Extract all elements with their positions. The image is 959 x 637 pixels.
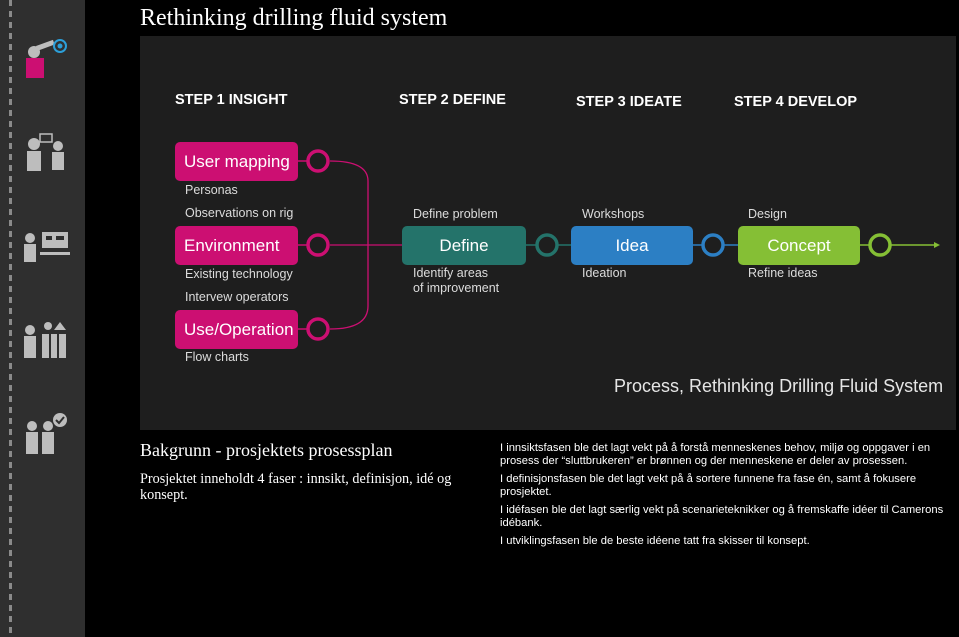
existing-technology-label: Existing technology xyxy=(185,267,293,281)
telescope-person-icon[interactable] xyxy=(20,36,72,84)
workshops-label: Workshops xyxy=(582,207,645,221)
user-mapping-box: User mapping xyxy=(175,142,298,181)
identify-areas-label: Identify areas xyxy=(413,266,489,280)
user-shapes-icon[interactable] xyxy=(20,318,72,366)
phase-description: I innsiktsfasen ble det lagt vekt på å f… xyxy=(500,442,958,553)
people-discussion-icon[interactable] xyxy=(20,130,72,178)
step-4-heading: STEP 4 DEVELOP xyxy=(734,94,858,110)
idea-box: Idea xyxy=(571,226,693,265)
step-2-heading: STEP 2 DEFINE xyxy=(399,92,506,108)
approved-people-icon[interactable] xyxy=(20,410,72,458)
define-box: Define xyxy=(402,226,526,265)
presentation-icon[interactable] xyxy=(20,222,72,270)
background-heading: Bakgrunn - prosjektets prosessplan xyxy=(140,440,393,460)
page-title: Rethinking drilling fluid system xyxy=(140,5,448,31)
refine-ideas-label: Refine ideas xyxy=(748,266,818,280)
step-1-heading: STEP 1 INSIGHT xyxy=(175,92,288,108)
insight-paragraph: I innsiktsfasen ble det lagt vekt på å f… xyxy=(500,442,931,467)
use-operation-box: Use/Operation xyxy=(175,310,298,349)
define-paragraph: I definisjonsfasen ble det lagt vekt på … xyxy=(500,473,917,498)
diagram-connectors xyxy=(298,149,940,341)
sidebar xyxy=(0,0,85,637)
concept-box: Concept xyxy=(738,226,860,265)
flow-charts-label: Flow charts xyxy=(185,350,249,364)
ideation-label: Ideation xyxy=(582,266,627,280)
diagram-caption: Process, Rethinking Drilling Fluid Syste… xyxy=(614,376,944,396)
observations-label: Observations on rig xyxy=(185,206,294,220)
personas-label: Personas xyxy=(185,183,238,197)
sidebar-dashed-line xyxy=(9,0,12,637)
develop-paragraph: I utviklingsfasen ble de beste idéene ta… xyxy=(500,535,810,547)
environment-box: Environment xyxy=(175,226,298,265)
ideate-paragraph: I idéfasen ble det lagt særlig vekt på s… xyxy=(500,504,944,529)
of-improvement-label: of improvement xyxy=(413,281,500,295)
interview-operators-label: Intervew operators xyxy=(185,290,289,304)
design-label: Design xyxy=(748,207,787,221)
process-diagram: STEP 1 INSIGHT STEP 2 DEFINE STEP 3 IDEA… xyxy=(140,36,956,430)
background-text: Prosjektet inneholdt 4 faser : innsikt, … xyxy=(140,471,452,503)
step-3-heading: STEP 3 IDEATE xyxy=(576,94,682,110)
define-problem-label: Define problem xyxy=(413,207,498,221)
